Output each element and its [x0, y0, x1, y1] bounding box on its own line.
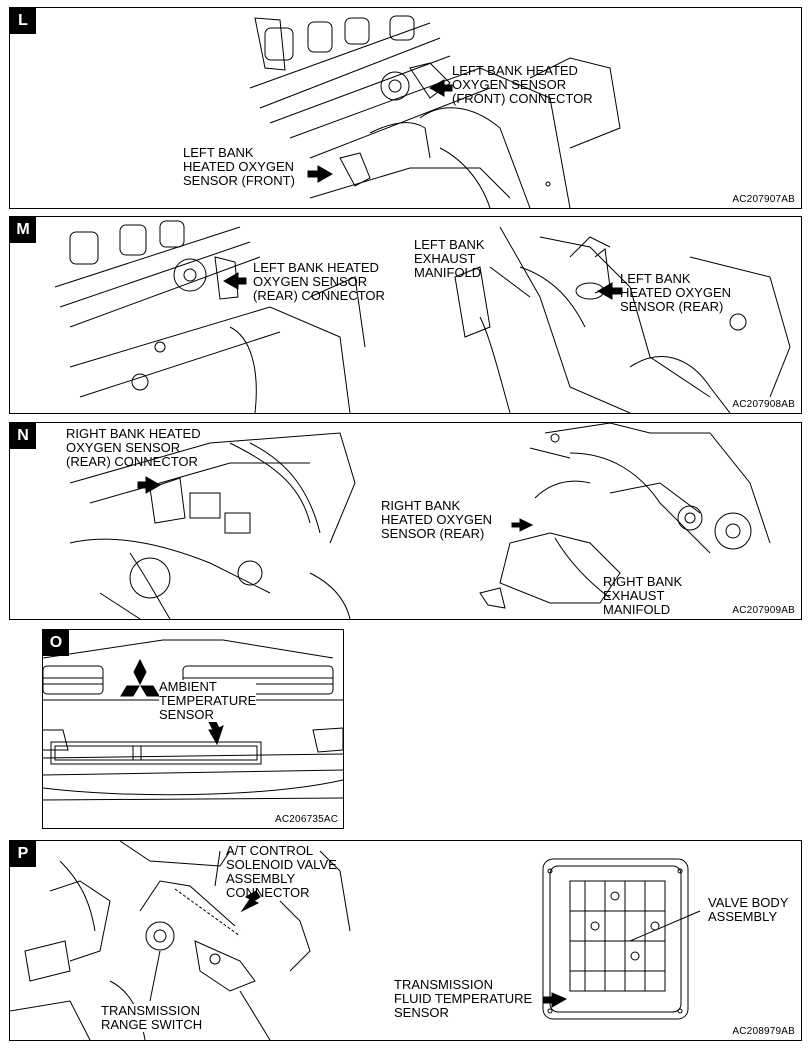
callout-label-fluid-temp-sensor: TRANSMISSION FLUID TEMPERATURE SENSOR: [394, 977, 533, 1020]
callout-label-valve-body: VALVE BODY ASSEMBLY: [708, 895, 789, 924]
panel-tag: N: [10, 423, 36, 449]
callout-label-exhaust-manifold: LEFT BANK EXHAUST MANIFOLD: [414, 237, 485, 280]
callout-label-ambient-sensor: AMBIENT TEMPERATURE SENSOR: [159, 679, 257, 722]
panel-tag: P: [10, 841, 36, 867]
engine-illustration: [249, 15, 621, 208]
logo-diamond: [133, 658, 147, 686]
callout-label-rear-connector: LEFT BANK HEATED OXYGEN SENSOR (REAR) CO…: [253, 260, 385, 303]
engine-illustration: [54, 220, 791, 413]
callout-label-front-connector: LEFT BANK HEATED OXYGEN SENSOR (FRONT) C…: [452, 63, 593, 106]
callout-label-front-sensor: LEFT BANK HEATED OXYGEN SENSOR (FRONT): [183, 145, 295, 188]
figure-code: AC207907AB: [732, 194, 795, 205]
figure-code: AC207909AB: [732, 605, 795, 616]
panel-tag: L: [10, 8, 36, 34]
callout-label-right-rear-connector: RIGHT BANK HEATED OXYGEN SENSOR (REAR) C…: [66, 426, 201, 469]
panel-l: L LEFT BANK HEATED OXYGEN SENSOR (FRONT)…: [9, 7, 802, 209]
callout-label-right-rear-sensor: RIGHT BANK HEATED OXYGEN SENSOR (REAR): [381, 498, 493, 541]
panel-tag: M: [10, 217, 36, 243]
panel-p: P: [9, 840, 802, 1041]
callout-label-right-exhaust-manifold: RIGHT BANK EXHAUST MANIFOLD: [603, 574, 683, 617]
panel-o: O AMBIENT TEMPERATURE SENSOR AC206735AC: [42, 629, 344, 829]
panel-n: N RIGHT BANK HEATED OXYGEN SENSOR (RE: [9, 422, 802, 620]
transmission-illustration: [10, 841, 701, 1040]
engine-illustration: [69, 423, 771, 619]
figure-code: AC207908AB: [732, 399, 795, 410]
callout-label-rear-sensor: LEFT BANK HEATED OXYGEN SENSOR (REAR): [620, 271, 732, 314]
panel-m: M LEFT BANK HEATED OXYGEN SENSOR (REAR) …: [9, 216, 802, 414]
panel-tag: O: [43, 630, 69, 656]
figure-code: AC206735AC: [275, 814, 339, 825]
figure-code: AC208979AB: [732, 1026, 795, 1037]
callout-label-range-switch: TRANSMISSION RANGE SWITCH: [101, 1003, 203, 1032]
callout-label-solenoid-connector: A/T CONTROL SOLENOID VALVE ASSEMBLY CONN…: [226, 843, 337, 900]
front-bumper-illustration: [43, 639, 343, 801]
